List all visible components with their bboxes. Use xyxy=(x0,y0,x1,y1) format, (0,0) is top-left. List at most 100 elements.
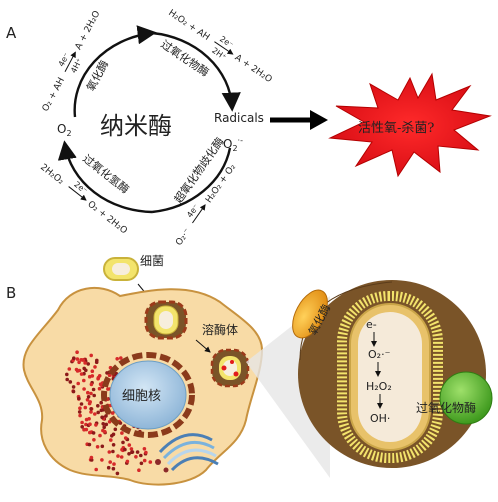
ribosome-dot xyxy=(75,350,79,355)
ribosome-dot xyxy=(89,455,94,460)
ribosome-dot xyxy=(120,431,124,435)
center-nanozyme: 纳米酶 xyxy=(100,112,172,140)
ribosome-dot xyxy=(90,369,95,374)
ribosome-dot xyxy=(86,390,90,395)
ribosome-dot xyxy=(92,393,96,398)
ribosome-dot xyxy=(139,461,144,466)
ribosome-dot xyxy=(89,391,93,396)
ribosome-dot xyxy=(110,411,115,415)
ribosome-dot xyxy=(148,460,153,464)
ribosome-dot xyxy=(72,356,76,361)
fusion-arrow xyxy=(195,339,211,353)
ribosome-dot xyxy=(111,443,116,447)
ribosome-dot xyxy=(88,430,92,435)
reaction-top-left: O₂ + AH 4e⁻ 4H⁺ A + 2H₂O xyxy=(41,9,103,113)
ribosome-dot xyxy=(71,389,76,394)
ribosome-dot xyxy=(129,447,134,451)
ribosome-dot xyxy=(144,450,148,455)
peroxidase-label: 过氧化物酶 xyxy=(158,37,211,79)
br-lhs: O₂·⁻ xyxy=(174,227,193,248)
ribosome-dot xyxy=(83,361,87,365)
ribosome-dot xyxy=(67,367,72,371)
panel-a-label: A xyxy=(6,24,17,42)
ribosome-dot xyxy=(113,427,118,432)
ribosome-dot xyxy=(99,408,104,413)
ribosome-dot xyxy=(115,471,120,476)
ribosome-dot xyxy=(86,362,90,366)
ribosome-dot xyxy=(96,375,101,380)
ribosome-dot xyxy=(76,381,80,386)
ribosome-dot xyxy=(107,373,112,378)
ribosome-dot xyxy=(93,412,97,416)
ribosome-dot xyxy=(87,401,92,406)
radicals-node: Radicals xyxy=(214,111,264,125)
ribosome-dot xyxy=(87,417,91,421)
o2-node: O2 xyxy=(57,122,72,138)
ribosome-dot xyxy=(89,410,93,414)
ribosome-dot xyxy=(116,454,120,458)
ribosome-dot xyxy=(104,422,109,427)
ribosome-dot xyxy=(102,425,106,430)
tl-rhs: A + 2H₂O xyxy=(74,9,103,51)
tl-top: 4e⁻ xyxy=(57,51,72,68)
ribosome-dot xyxy=(98,433,102,438)
ribosome-dot xyxy=(99,400,103,405)
ribosome-dot xyxy=(89,407,93,411)
lysosome-label: 溶酶体 xyxy=(202,322,238,337)
ribosome-dot xyxy=(127,452,131,456)
ribosome-dot xyxy=(65,377,69,382)
ribosome-dot xyxy=(77,396,81,401)
ribosome-dot xyxy=(100,415,104,420)
ribosome-dot xyxy=(89,353,93,358)
ribosome-dot xyxy=(97,386,102,391)
ribosome-dot xyxy=(101,422,105,426)
bl-lhs: 2H₂O₂ xyxy=(38,162,66,187)
ribosome-dot xyxy=(112,462,116,466)
ribosome-dot xyxy=(82,427,86,432)
ribosome-dot xyxy=(88,422,92,427)
ribosome-dot xyxy=(142,447,147,451)
ribosome-dot xyxy=(127,443,132,447)
cycle-arcs xyxy=(57,25,241,214)
tr-rhs: A + 2H₂O xyxy=(233,53,274,85)
ribosome-dot xyxy=(89,382,94,387)
ribosome-dot xyxy=(94,467,98,472)
ribosome-dot xyxy=(121,440,125,445)
ribosome-dot xyxy=(82,387,86,391)
ribosome-dot xyxy=(78,413,82,418)
ribosome-dot xyxy=(106,387,110,391)
lysosome xyxy=(210,348,250,388)
ribosome-dot xyxy=(134,455,138,459)
nucleus xyxy=(101,352,195,438)
oxidase-label: 氧化酶 xyxy=(83,58,111,94)
ribosome-dot xyxy=(103,429,107,434)
golgi xyxy=(155,433,219,473)
arc-top-right xyxy=(151,31,241,112)
ribosome-dot xyxy=(65,372,69,377)
nucleus-label: 细胞核 xyxy=(122,389,161,404)
ribosome-dot xyxy=(111,466,116,471)
ribosome-dot xyxy=(77,410,82,414)
ribosome-dot xyxy=(108,460,112,464)
cascade-e: e- xyxy=(366,318,377,331)
ribosome-dot xyxy=(96,404,100,408)
cascade-o2: O₂·⁻ xyxy=(368,348,391,361)
ribosome-dot xyxy=(106,465,111,470)
ribosome-dot xyxy=(125,459,130,464)
ribosome-dot xyxy=(139,453,143,458)
ribosome-dot xyxy=(130,450,134,455)
ribosome-dot xyxy=(100,458,104,462)
ribosome-dot xyxy=(123,447,127,452)
ribosome-dot xyxy=(82,366,86,371)
reaction-top-right: H₂O₂ + AH 2e⁻ 2H⁺ A + 2H₂O xyxy=(166,8,274,85)
ribosome-dot xyxy=(75,369,80,373)
enlarged-lysosome xyxy=(298,280,486,468)
bacteria-label: 细菌 xyxy=(140,254,164,268)
ribosome-dot xyxy=(79,372,84,376)
tl-lhs: O₂ + AH xyxy=(41,76,67,113)
ribosome-dot xyxy=(115,357,119,361)
panel-b-label: B xyxy=(6,284,16,302)
ribosome-dot xyxy=(94,423,98,427)
peroxidase-tag-label: 过氧化物酶 xyxy=(416,400,476,415)
